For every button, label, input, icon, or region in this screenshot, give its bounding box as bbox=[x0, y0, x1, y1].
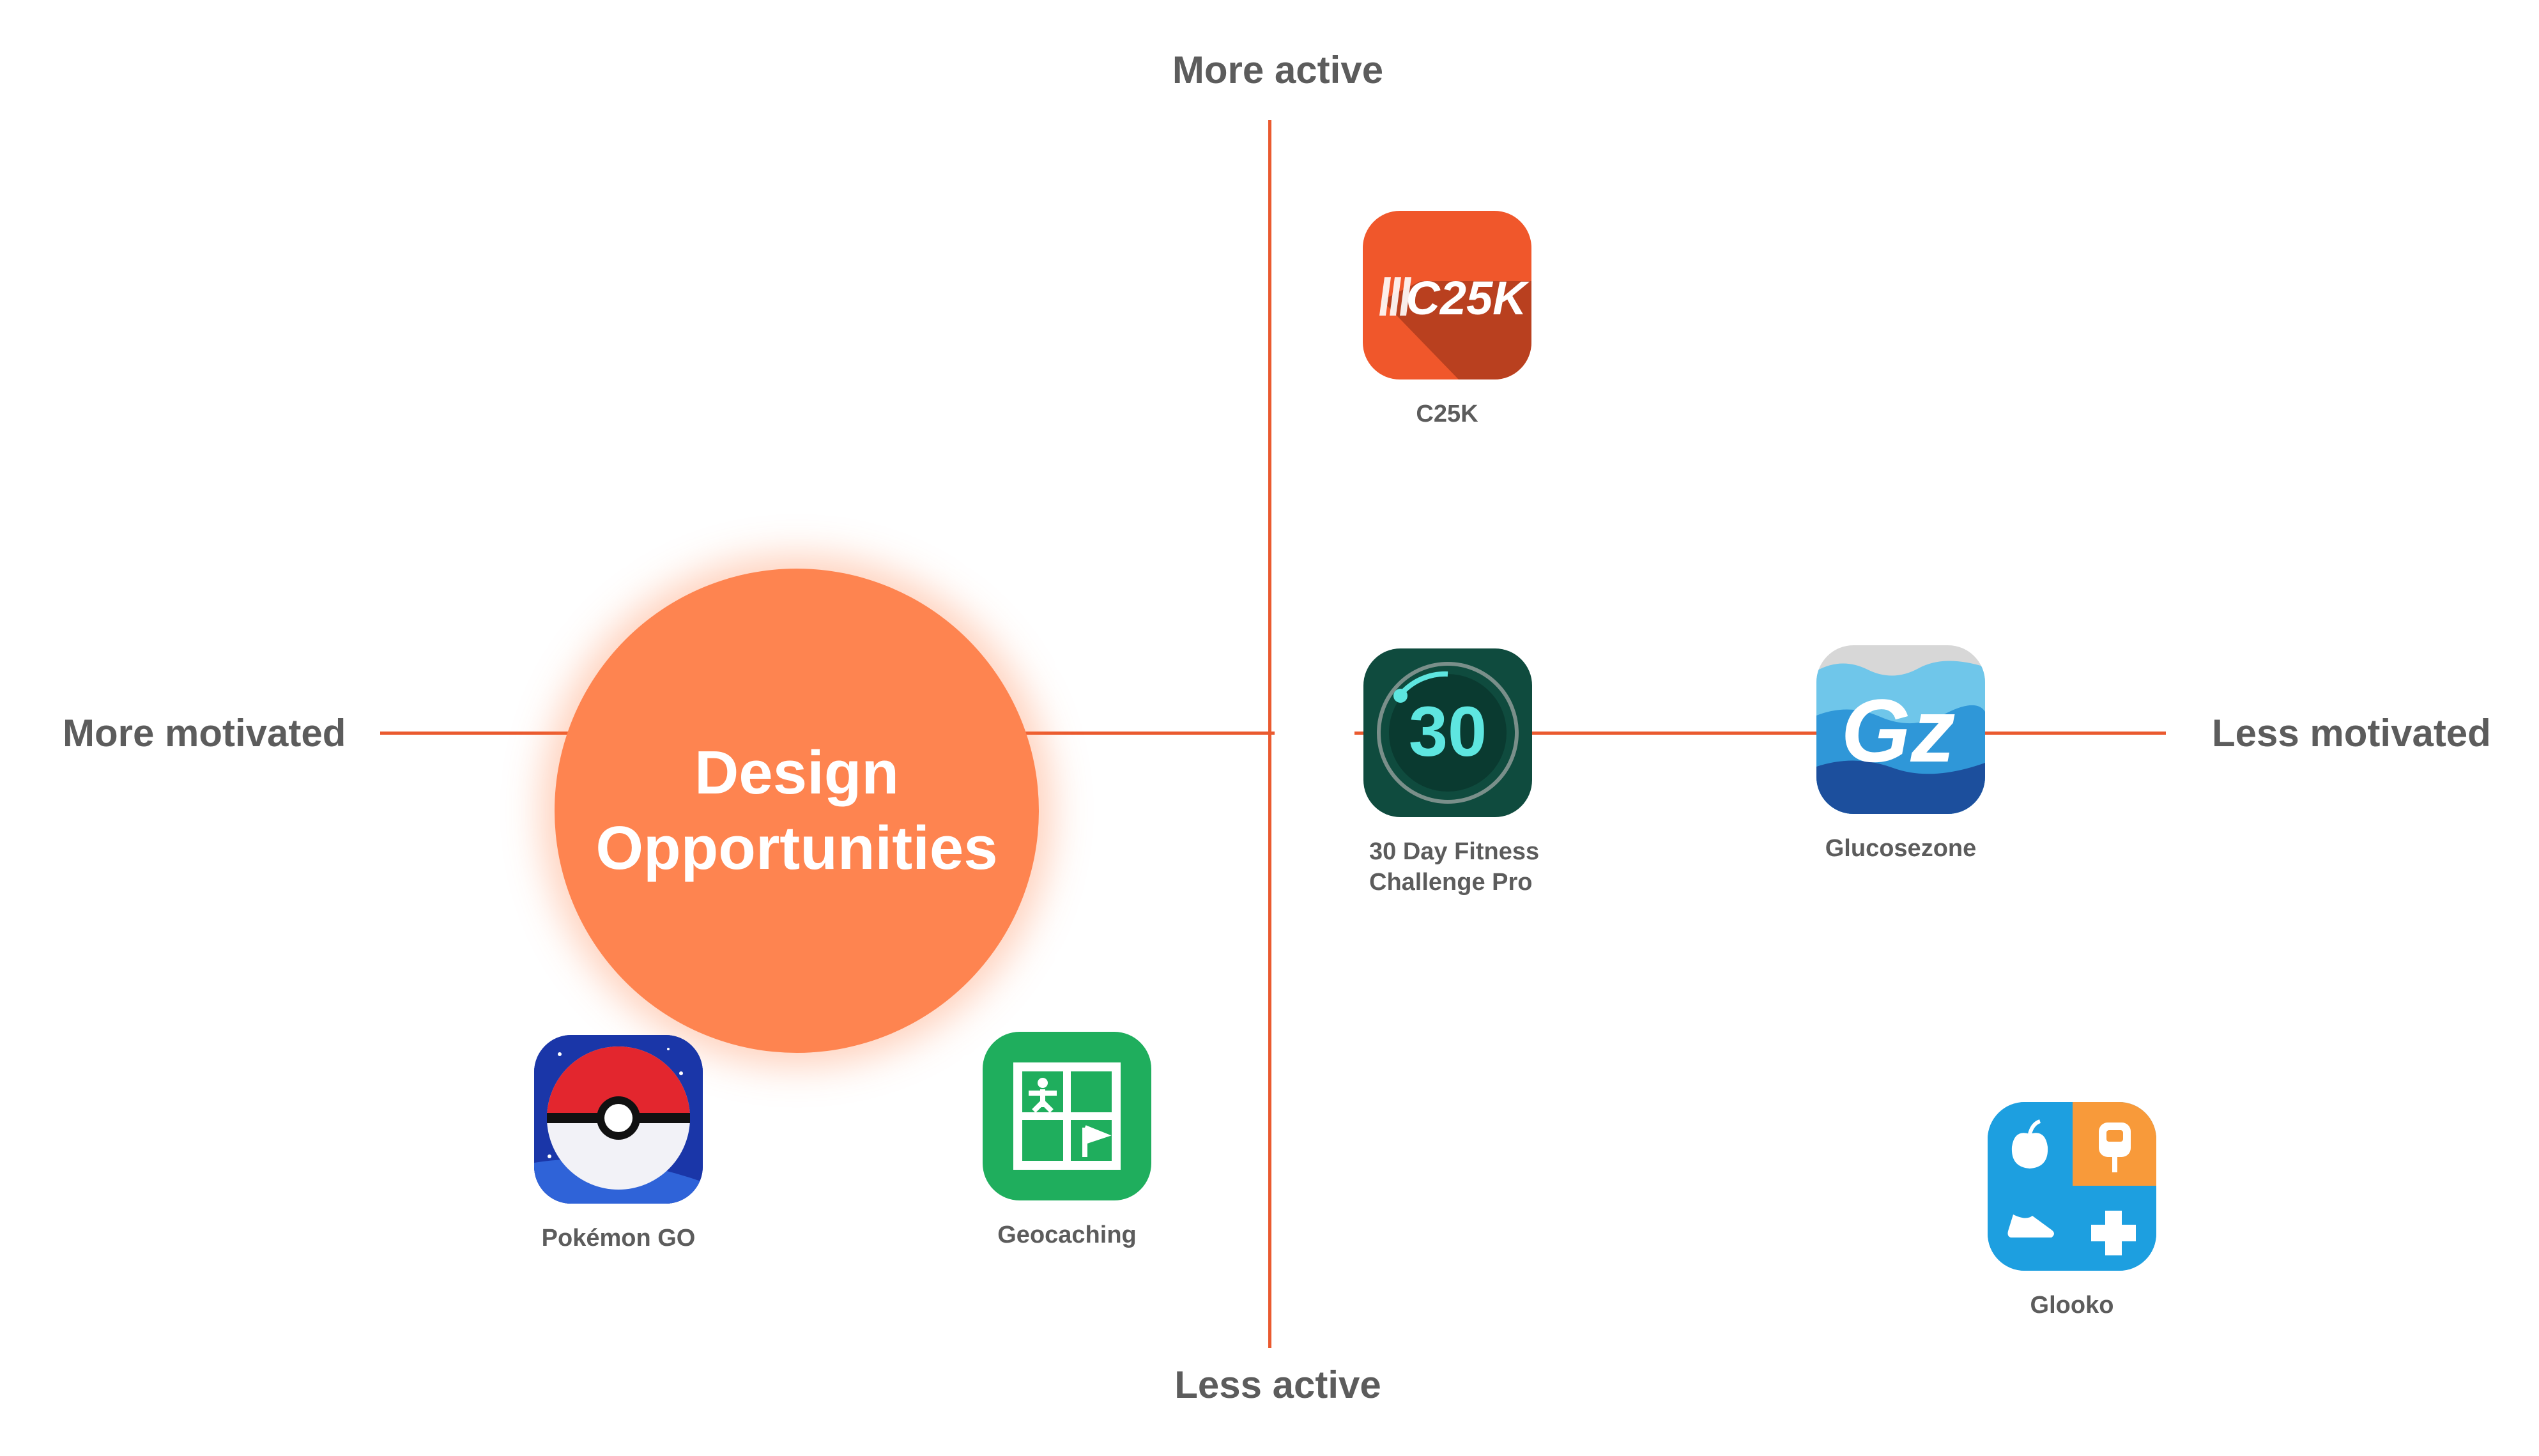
app-label-30-day-fitness: 30 Day Fitness Challenge Pro bbox=[1369, 836, 1540, 898]
opportunity-title-line2: Opportunities bbox=[595, 814, 998, 882]
opportunity-title-line1: Design bbox=[694, 739, 900, 807]
app-geocaching: Geocaching bbox=[981, 1032, 1153, 1250]
pokeball-icon bbox=[534, 1035, 703, 1204]
axis-label-top: More active bbox=[1172, 49, 1384, 91]
app-label-geocaching: Geocaching bbox=[997, 1222, 1137, 1248]
glooko-icon bbox=[1988, 1102, 2156, 1271]
30-day-fitness-icon: 30 bbox=[1363, 648, 1532, 817]
app-glucosezone: Gz Glucosezone bbox=[1814, 645, 1987, 864]
fitness-label-line1: 30 Day Fitness bbox=[1369, 838, 1540, 865]
app-glooko: Glooko bbox=[1986, 1102, 2158, 1321]
app-c25k: C25K C25K bbox=[1361, 211, 1533, 429]
horizontal-axis-right bbox=[1354, 732, 2166, 735]
fitness-icon-text: 30 bbox=[1409, 693, 1487, 771]
app-pokemon-go: Pokémon GO bbox=[532, 1035, 705, 1253]
app-label-glooko: Glooko bbox=[2030, 1292, 2114, 1319]
geocaching-icon bbox=[983, 1032, 1151, 1200]
axis-label-right: Less motivated bbox=[2212, 712, 2491, 755]
fitness-label-line2: Challenge Pro bbox=[1369, 869, 1533, 896]
app-label-glucosezone: Glucosezone bbox=[1825, 835, 1977, 862]
c25k-running-icon: C25K bbox=[1363, 211, 1531, 379]
app-label-c25k: C25K bbox=[1416, 401, 1478, 427]
app-label-pokemon-go: Pokémon GO bbox=[541, 1225, 696, 1252]
axis-label-bottom: Less active bbox=[1174, 1363, 1381, 1406]
glucosezone-icon: Gz bbox=[1816, 645, 1985, 814]
axis-label-left: More motivated bbox=[63, 712, 346, 755]
c25k-icon-text: C25K bbox=[1406, 272, 1530, 325]
glucosezone-icon-text: Gz bbox=[1841, 680, 1956, 781]
vertical-axis bbox=[1268, 120, 1271, 1348]
design-opportunities-circle: Design Opportunities bbox=[555, 569, 1039, 1053]
app-30-day-fitness: 30 30 Day Fitness Challenge Pro bbox=[1362, 648, 1540, 898]
